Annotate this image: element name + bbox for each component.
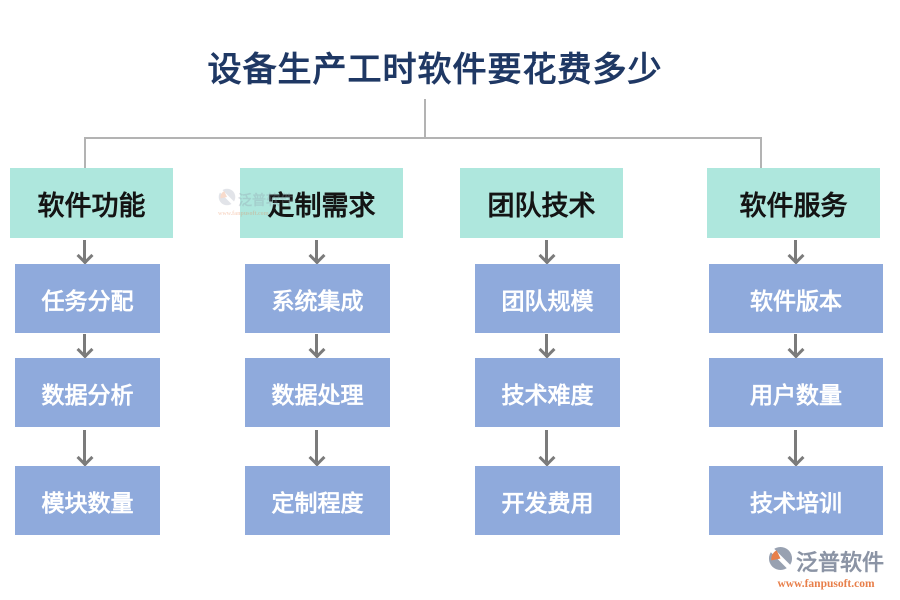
fanpu-logo-icon [216,186,238,211]
node-user-count: 用户数量 [709,358,883,427]
connector-horizontal [84,137,762,139]
arrow-down-icon [83,240,86,260]
node-software-version: 软件版本 [709,264,883,333]
node-module-count: 模块数量 [15,466,160,535]
arrow-down-icon [315,430,318,462]
arrow-down-icon [794,334,797,354]
brand-url: www.fanpusoft.com [777,578,875,590]
node-task-allocation: 任务分配 [15,264,160,333]
watermark-brand-url: www.fanpusoft.com [218,211,269,217]
arrow-down-icon [545,240,548,260]
node-data-processing: 数据处理 [245,358,390,427]
page-title: 设备生产工时软件要花费多少 [207,52,663,89]
node-system-integration: 系统集成 [245,264,390,333]
node-technical-training: 技术培训 [709,466,883,535]
node-development-cost: 开发费用 [475,466,620,535]
node-data-analysis: 数据分析 [15,358,160,427]
brand-name: 泛普软件 [795,550,884,575]
node-team-size: 团队规模 [475,264,620,333]
arrow-down-icon [83,430,86,462]
connector-drop-left [84,137,86,169]
arrow-down-icon [794,430,797,462]
node-technical-difficulty: 技术难度 [475,358,620,427]
arrow-down-icon [315,334,318,354]
node-customization-level: 定制程度 [245,466,390,535]
header-custom-requirements: 定制需求 [240,168,403,238]
arrow-down-icon [794,240,797,260]
arrow-down-icon [83,334,86,354]
header-software-functions: 软件功能 [10,168,173,238]
brand-footer: 泛普软件 www.fanpusoft.com [764,544,888,590]
arrow-down-icon [315,240,318,260]
header-team-technology: 团队技术 [460,168,623,238]
arrow-down-icon [545,334,548,354]
connector-title-stem [424,99,426,138]
watermark: 泛普软件 www.fanpusoft.com [216,186,304,217]
watermark-brand-name: 泛普软件 [238,193,294,209]
arrow-down-icon [545,430,548,462]
header-software-services: 软件服务 [707,168,880,238]
connector-drop-right [760,137,762,169]
fanpu-logo-icon [766,544,795,576]
